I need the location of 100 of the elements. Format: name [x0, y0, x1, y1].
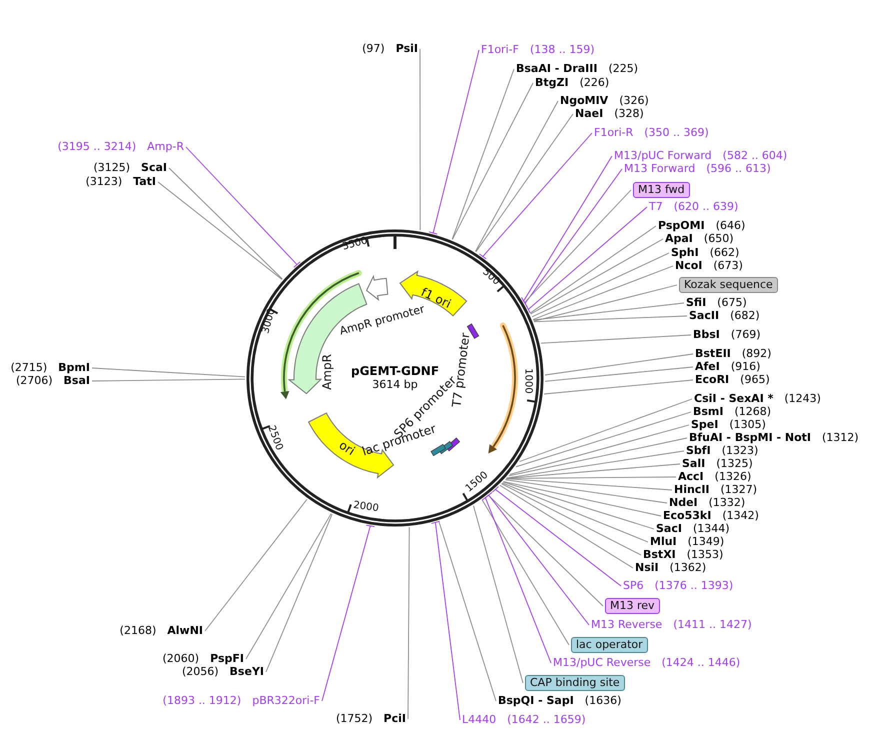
restriction-site-label: NdeI (1332) [669, 496, 746, 510]
restriction-site-label: CsiI - SexAI * (1243) [694, 392, 821, 406]
leader-line [168, 168, 283, 280]
leader-line [482, 494, 552, 664]
leader-line [158, 182, 282, 280]
leader-line [509, 424, 690, 475]
leader-line [502, 482, 648, 542]
restriction-site-label: NcoI (673) [675, 259, 743, 273]
leader-line [544, 380, 694, 394]
leader-line [501, 483, 642, 556]
leader-line [506, 478, 672, 490]
plasmid-name: pGEMT-GDNF [350, 364, 440, 378]
leader-line [92, 378, 246, 382]
leader-line [499, 484, 634, 568]
leader-line [506, 464, 680, 479]
restriction-site-label: SphI (662) [671, 246, 740, 260]
leader-line [532, 302, 684, 320]
leader-line [430, 520, 460, 720]
tick-label: 2500 [265, 424, 285, 452]
leader-line [246, 513, 332, 660]
leader-line [92, 368, 246, 378]
tick-label: 3000 [260, 307, 278, 335]
tick-label: 1000 [522, 368, 534, 394]
restriction-site-label: SacI (1344) [656, 522, 730, 536]
primer-label: T7 (620 .. 639) [649, 200, 738, 214]
restriction-site-label: ApaI (650) [665, 232, 734, 246]
restriction-site-label: BfuAI - BspMI - NotI (1312) [689, 431, 859, 445]
restriction-site-label: BsmI (1268) [693, 405, 772, 419]
restriction-site-label: NaeI (328) [575, 107, 644, 121]
restriction-site-label: BtgZI (226) [535, 76, 610, 90]
restriction-site-label: (1752) PciI [336, 712, 406, 726]
feature-name: AmpR [320, 354, 334, 390]
leader-line [526, 206, 648, 314]
restriction-site-label: BbsI (769) [693, 328, 760, 342]
leader-line [438, 520, 496, 702]
leader-line [408, 526, 410, 720]
feature-label-box: lac operator [571, 637, 648, 653]
leader-line [266, 514, 333, 672]
restriction-site-label: (2715) BpmI [10, 361, 90, 375]
primer-label: F1ori-R (350 .. 369) [594, 126, 709, 140]
leader-line [420, 48, 421, 231]
leader-line [508, 438, 688, 476]
tick-label: 500 [480, 266, 502, 288]
restriction-site-label: SfiI (675) [686, 296, 747, 310]
leader-line [540, 334, 692, 344]
restriction-site-label: (2060) PspFI [162, 652, 244, 666]
restriction-site-label: SacII (682) [689, 309, 760, 323]
leader-line [544, 366, 694, 382]
primer-label: F1ori-F (138 .. 159) [481, 43, 594, 57]
leader-line [452, 82, 534, 240]
primer-label: M13/pUC Reverse (1424 .. 1446) [553, 656, 740, 670]
restriction-site-label: BstEII (892) [695, 347, 772, 361]
primer-label: M13 Forward (596 .. 613) [624, 162, 771, 176]
feature-label-box: M13 fwd [633, 182, 690, 198]
restriction-site-label: (3125) ScaI [93, 161, 167, 175]
leader-line [530, 238, 664, 314]
restriction-site-label: BspQI - SapI (1636) [498, 694, 622, 708]
restriction-site-label: (3123) TatI [86, 175, 156, 189]
leader-line [428, 50, 480, 235]
leader-line [515, 412, 692, 468]
restriction-site-label: AccI (1326) [678, 470, 752, 484]
primer-label: M13 Reverse (1411 .. 1427) [591, 618, 752, 632]
leader-line [506, 450, 684, 478]
restriction-site-label: Eco53kI (1342) [663, 509, 759, 523]
restriction-site-label: (2706) BsaI [16, 374, 90, 388]
leader-line [204, 498, 308, 632]
feature-label-box: Kozak sequence [679, 277, 778, 293]
leader-line [533, 284, 678, 322]
restriction-site-label: SbfI (1323) [686, 444, 758, 458]
leader-line [544, 354, 694, 376]
leader-line [532, 266, 674, 320]
primer-label: L4440 (1642 .. 1659) [462, 713, 586, 727]
leader-line [452, 68, 514, 240]
restriction-site-label: EcoRI (965) [695, 373, 770, 387]
leader-line [502, 482, 654, 530]
restriction-site-label: NgoMIV (326) [560, 94, 649, 108]
leader-line [522, 168, 622, 308]
leader-line [322, 524, 375, 702]
restriction-site-label: BsaAI - DraIII (225) [516, 62, 638, 76]
feature-name: ori [336, 438, 358, 458]
leader-line [534, 316, 688, 322]
tick-label: 3500 [341, 235, 369, 253]
tick-label: 2000 [352, 500, 380, 514]
leader-line [503, 481, 662, 516]
leader-line [476, 114, 574, 252]
leader-line [524, 190, 632, 303]
leader-line [532, 252, 670, 318]
restriction-site-label: SpeI (1305) [691, 418, 766, 432]
leader-line [478, 132, 592, 260]
feature-label-box: CAP binding site [525, 675, 625, 691]
primer-label: (3195 .. 3214) Amp-R [58, 140, 184, 154]
primer-label: (1893 .. 1912) pBR322ori-F [162, 694, 320, 708]
feature-label-box: M13 rev [605, 598, 660, 614]
restriction-site-label: (2056) BseYI [182, 665, 264, 679]
restriction-site-label: SalI (1325) [682, 457, 753, 471]
leader-line [475, 100, 558, 252]
leader-line [186, 146, 301, 268]
restriction-site-label: PspOMI (646) [658, 219, 746, 233]
leader-line [473, 505, 524, 684]
leader-line [504, 479, 668, 504]
